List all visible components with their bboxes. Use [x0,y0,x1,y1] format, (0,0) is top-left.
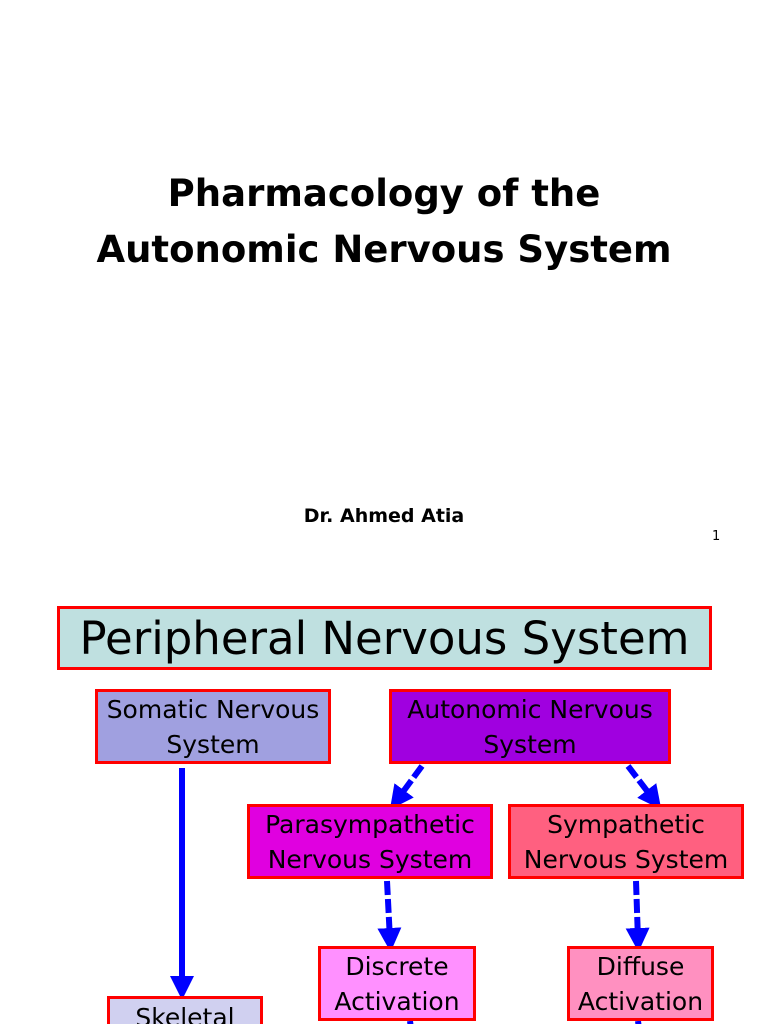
para-label-1: Parasympathetic [265,809,475,839]
slide-title: Pharmacology of the Autonomic Nervous Sy… [0,166,768,278]
diffuse-activation-box: Diffuse Activation [567,946,714,1021]
somatic-nervous-system-box: Somatic Nervous System [95,689,331,764]
sympathetic-box: Sympathetic Nervous System [508,804,744,879]
title-slide: Pharmacology of the Autonomic Nervous Sy… [0,166,768,544]
para-label-2: Nervous System [267,844,473,874]
somatic-label-1: Somatic Nervous [106,694,320,724]
somatic-label-2: System [166,729,260,759]
symp-label-1: Sympathetic [547,809,705,839]
diffuse-label-2: Activation [577,986,704,1016]
autonomic-nervous-system-box: Autonomic Nervous System [389,689,671,764]
skeletal-label: Skeletal [135,1003,235,1024]
pns-label: Peripheral Nervous System [79,611,690,665]
title-line-1: Pharmacology of the [167,172,601,215]
discrete-label-2: Activation [334,986,460,1016]
author-name: Dr. Ahmed Atia [303,505,465,527]
page-number: 1 [712,529,721,544]
discrete-activation-box: Discrete Activation [318,946,476,1021]
diagram-slide: Peripheral Nervous System Somatic Nervou… [0,576,768,1024]
arrow-autonomic-to-symp [625,764,662,810]
autonomic-label-1: Autonomic Nervous [407,694,653,724]
arrow-para-to-discrete [377,880,402,952]
skeletal-box: Skeletal [107,996,263,1024]
arrow-autonomic-to-para [389,764,425,810]
autonomic-label-2: System [483,729,577,759]
pns-box: Peripheral Nervous System [57,606,712,670]
discrete-label-1: Discrete [345,951,449,981]
parasympathetic-box: Parasympathetic Nervous System [247,804,493,879]
arrow-symp-to-diffuse [625,880,650,952]
symp-label-2: Nervous System [523,844,729,874]
flow-arrows [170,764,662,1024]
title-line-2: Autonomic Nervous System [96,228,672,271]
diffuse-label-1: Diffuse [596,951,685,981]
